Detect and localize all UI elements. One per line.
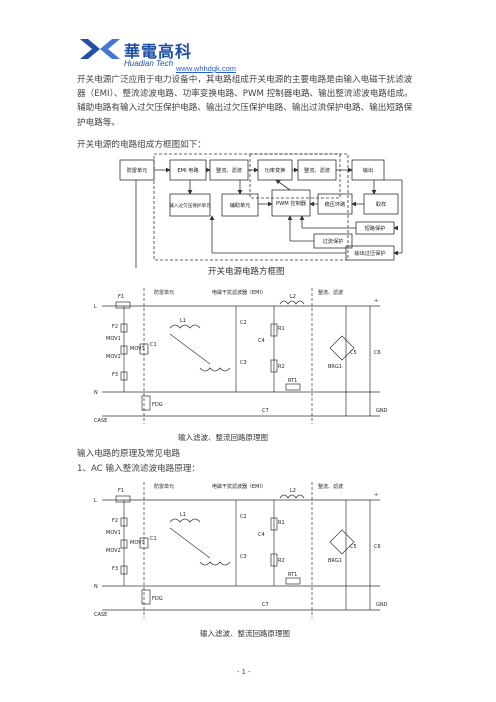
schematic1-F3: F3 bbox=[112, 372, 118, 378]
schematic1-rect-label: 整流、滤波 bbox=[318, 289, 343, 296]
schematic1-FDG: FDG bbox=[152, 402, 163, 408]
schematic2-F2: F2 bbox=[112, 518, 118, 524]
page-number: - 1 - bbox=[237, 667, 251, 676]
block-diagram-intro: 开关电源的电路组成方框图如下： bbox=[77, 140, 206, 150]
schematic2-C1: C1 bbox=[150, 536, 157, 542]
schematic2-MOV3: MOV3 bbox=[130, 540, 145, 546]
schematic2-C6: C6 bbox=[374, 544, 381, 550]
block-diagram-caption: 开关电源电路方框图 bbox=[208, 267, 285, 277]
logo-english-name: Huadian Tech bbox=[124, 59, 174, 68]
schematic2-C7: C7 bbox=[262, 602, 269, 608]
schematic1-N: N bbox=[94, 390, 98, 396]
company-logo: 華電高科 Huadian Tech bbox=[78, 37, 208, 71]
schematic2-RT1: RT1 bbox=[288, 572, 297, 578]
block-in-protect: 输入过欠压保护单元 bbox=[169, 202, 211, 209]
schematic1-C3: C3 bbox=[240, 360, 247, 366]
schematic2-C3: C3 bbox=[240, 554, 247, 560]
input-schematic-2: 防雷单元 电磁干扰滤波器（EMI） 整流、滤波 L N CASE GND + F… bbox=[94, 482, 388, 618]
schematic2-F1: F1 bbox=[118, 488, 124, 494]
schematic2-plus: + bbox=[374, 492, 378, 498]
schematic1-caption: 输入滤波、整流回路原理图 bbox=[178, 433, 268, 442]
schematic1-C1: C1 bbox=[150, 342, 157, 348]
schematic1-C7: C7 bbox=[262, 408, 269, 414]
schematic2-C2: C2 bbox=[240, 514, 247, 520]
schematic2-FDG: FDG bbox=[152, 596, 163, 602]
schematic2-BRG1: BRG1 bbox=[328, 558, 342, 564]
schematic1-MOV1: MOV1 bbox=[106, 336, 121, 342]
schematic1-L1: L1 bbox=[180, 318, 186, 324]
block-power: 功率变换 bbox=[265, 166, 287, 174]
schematic2-caption: 输入滤波、整流回路原理图 bbox=[200, 629, 290, 638]
schematic1-MOV2: MOV2 bbox=[106, 354, 121, 360]
block-sample: 取样 bbox=[376, 200, 386, 208]
schematic1-C5: C5 bbox=[350, 350, 357, 356]
schematic2-R2: R2 bbox=[278, 558, 285, 564]
schematic2-R1: R1 bbox=[278, 520, 285, 526]
schematic1-surge-label: 防雷单元 bbox=[154, 289, 174, 296]
input-schematic-1: 防雷单元 电磁干扰滤波器（EMI） 整流、滤波 L N CASE GND + F… bbox=[94, 288, 388, 424]
schematic2-emi-label: 电磁干扰滤波器（EMI） bbox=[212, 483, 266, 490]
block-diagram: 防雷单元 EMI 电路 整流、滤波 功率变换 整流、滤波 输出 输入过欠压保护单… bbox=[119, 153, 403, 268]
block-surge: 防雷单元 bbox=[127, 166, 148, 174]
schematic1-L2: L2 bbox=[290, 294, 296, 300]
section-title: 输入电路的原理及常见电路 bbox=[77, 449, 181, 459]
block-aux: 辅助单元 bbox=[230, 201, 251, 209]
schematic1-F1: F1 bbox=[118, 294, 124, 300]
schematic1-R2: R2 bbox=[278, 364, 285, 370]
schematic2-case: CASE bbox=[94, 612, 107, 618]
subsection-title: 1、AC 输入整流滤波电路原理： bbox=[77, 464, 201, 474]
schematic1-L: L bbox=[94, 304, 97, 310]
schematic2-surge-label: 防雷单元 bbox=[154, 483, 174, 490]
schematic2-F3: F3 bbox=[112, 566, 118, 572]
schematic1-MOV3: MOV3 bbox=[130, 346, 145, 352]
block-overcurrent: 过流保护 bbox=[323, 237, 344, 245]
schematic2-gnd: GND bbox=[376, 602, 388, 608]
schematic1-case: CASE bbox=[94, 418, 107, 424]
block-regulate: 稳压环路 bbox=[325, 200, 347, 208]
schematic1-RT1: RT1 bbox=[288, 378, 297, 384]
schematic1-gnd: GND bbox=[376, 408, 388, 414]
schematic2-N: N bbox=[94, 584, 98, 590]
schematic1-BRG1: BRG1 bbox=[328, 364, 342, 370]
logo-mark-icon bbox=[80, 39, 120, 59]
block-emi: EMI 电路 bbox=[177, 166, 199, 174]
logo-chinese-name: 華電高科 bbox=[124, 42, 193, 61]
block-output: 输出 bbox=[363, 166, 373, 174]
schematic2-C4: C4 bbox=[258, 532, 265, 538]
schematic1-C2: C2 bbox=[240, 320, 247, 326]
schematic1-R1: R1 bbox=[278, 326, 285, 332]
block-pwm: PWM 控制器 bbox=[276, 199, 307, 207]
block-short: 短路保护 bbox=[365, 224, 386, 232]
schematic2-L: L bbox=[94, 498, 97, 504]
block-rectify: 整流、滤波 bbox=[216, 166, 243, 174]
schematic1-C4: C4 bbox=[258, 338, 265, 344]
block-out-protect: 输出过压保护 bbox=[354, 249, 385, 257]
schematic2-L2: L2 bbox=[290, 488, 296, 494]
block-out-rectify: 整流、滤波 bbox=[304, 166, 331, 174]
schematic2-MOV2: MOV2 bbox=[106, 548, 121, 554]
schematic1-plus: + bbox=[374, 298, 378, 304]
schematic2-C5: C5 bbox=[350, 544, 357, 550]
schematic2-rect-label: 整流、滤波 bbox=[318, 483, 343, 490]
schematic1-F2: F2 bbox=[112, 324, 118, 330]
intro-paragraph: 开关电源广泛应用于电力设备中，其电路组成开关电源的主要电路是由输入电磁干扰滤波器… bbox=[77, 75, 413, 128]
schematic1-C6: C6 bbox=[374, 350, 381, 356]
company-url-link[interactable]: www.whhdgk.com bbox=[176, 64, 237, 73]
schematic1-emi-label: 电磁干扰滤波器（EMI） bbox=[212, 289, 266, 296]
schematic2-MOV1: MOV1 bbox=[106, 530, 121, 536]
schematic2-L1: L1 bbox=[180, 512, 186, 518]
